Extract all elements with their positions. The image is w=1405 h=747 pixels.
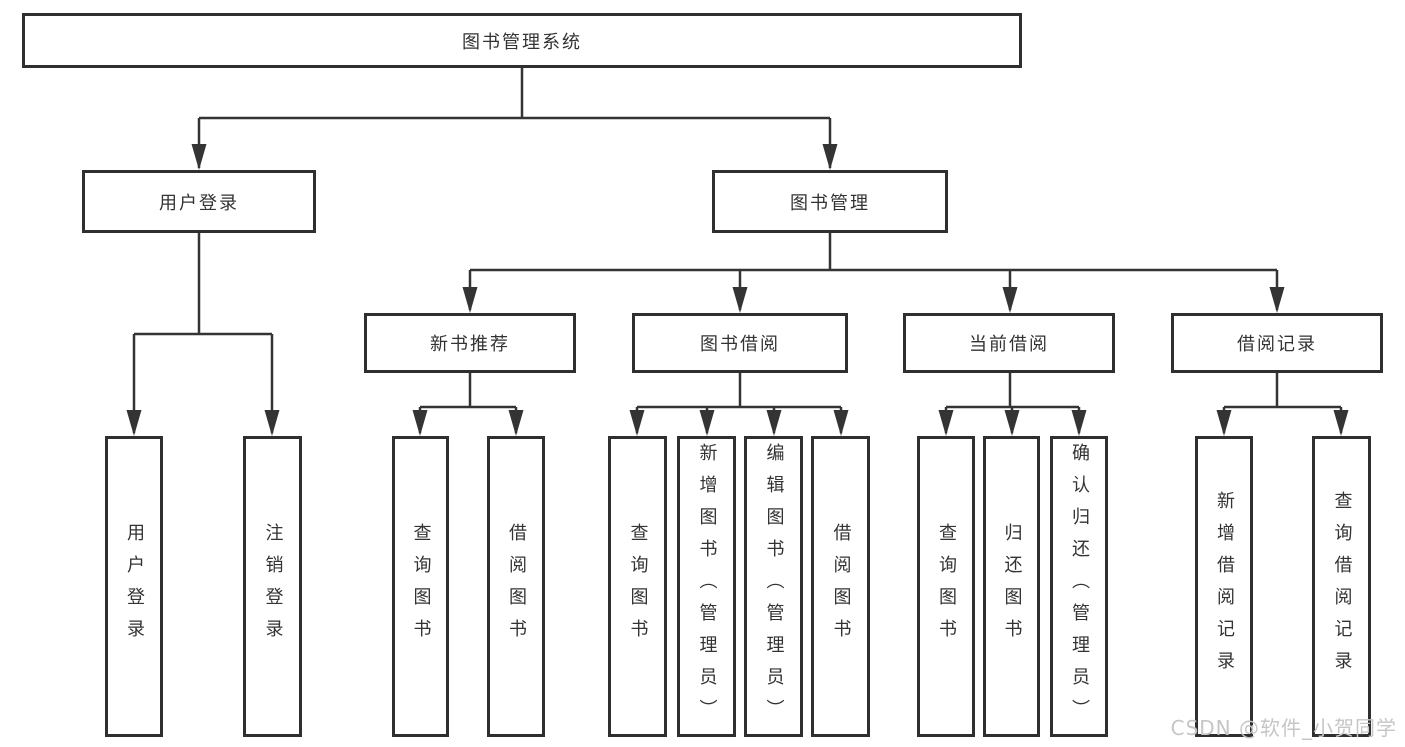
leaf-logout: 注销登录 (243, 436, 302, 737)
leaf-borrow-edit-books-admin-label: 编辑图书（管理员） (763, 442, 785, 731)
leaf-newbook-query-books-label: 查询图书 (410, 522, 432, 651)
leaf-current-query-books-label: 查询图书 (936, 522, 957, 651)
node-root-label: 图书管理系统 (462, 31, 582, 53)
node-book-management: 图书管理 (712, 170, 948, 233)
leaf-records-add-record: 新增借阅记录 (1195, 436, 1253, 737)
leaf-records-add-record-label: 新增借阅记录 (1214, 490, 1235, 683)
leaf-borrow-add-books-admin-label: 新增图书（管理员） (696, 442, 718, 731)
node-book-management-label: 图书管理 (790, 192, 870, 214)
node-root: 图书管理系统 (22, 13, 1022, 68)
node-user-login-label: 用户登录 (159, 192, 239, 214)
leaf-records-query-record-label: 查询借阅记录 (1331, 490, 1353, 683)
leaf-current-return-books-label: 归还图书 (1001, 522, 1023, 651)
leaf-borrow-borrow-books: 借阅图书 (811, 436, 870, 737)
leaf-borrow-edit-books-admin: 编辑图书（管理员） (744, 436, 803, 737)
leaf-user-login-label: 用户登录 (124, 522, 145, 651)
node-user-login: 用户登录 (82, 170, 316, 233)
leaf-logout-label: 注销登录 (262, 522, 284, 651)
leaf-user-login: 用户登录 (105, 436, 163, 737)
leaf-newbook-borrow-books-label: 借阅图书 (506, 522, 527, 651)
node-borrow-records: 借阅记录 (1171, 313, 1383, 373)
leaf-current-confirm-return-admin-label: 确认归还（管理员） (1069, 442, 1090, 731)
leaf-current-return-books: 归还图书 (983, 436, 1040, 737)
leaf-current-query-books: 查询图书 (917, 436, 975, 737)
node-new-book-recommend: 新书推荐 (364, 313, 576, 373)
leaf-borrow-borrow-books-label: 借阅图书 (830, 522, 852, 651)
leaf-records-query-record: 查询借阅记录 (1312, 436, 1371, 737)
node-borrow-records-label: 借阅记录 (1237, 334, 1317, 355)
leaf-borrow-query-books-label: 查询图书 (627, 522, 649, 651)
arrowheads (126, 144, 1349, 436)
node-book-borrow: 图书借阅 (632, 313, 848, 373)
leaf-current-confirm-return-admin: 确认归还（管理员） (1050, 436, 1108, 737)
leaf-newbook-borrow-books: 借阅图书 (487, 436, 545, 737)
node-current-borrow: 当前借阅 (903, 313, 1115, 373)
node-new-book-recommend-label: 新书推荐 (430, 334, 510, 355)
leaf-borrow-query-books: 查询图书 (608, 436, 667, 737)
leaf-borrow-add-books-admin: 新增图书（管理员） (677, 436, 736, 737)
leaf-newbook-query-books: 查询图书 (392, 436, 449, 737)
node-current-borrow-label: 当前借阅 (969, 334, 1049, 355)
node-book-borrow-label: 图书借阅 (700, 334, 780, 355)
csdn-watermark: CSDN @软件_小贺同学 (1170, 716, 1397, 740)
